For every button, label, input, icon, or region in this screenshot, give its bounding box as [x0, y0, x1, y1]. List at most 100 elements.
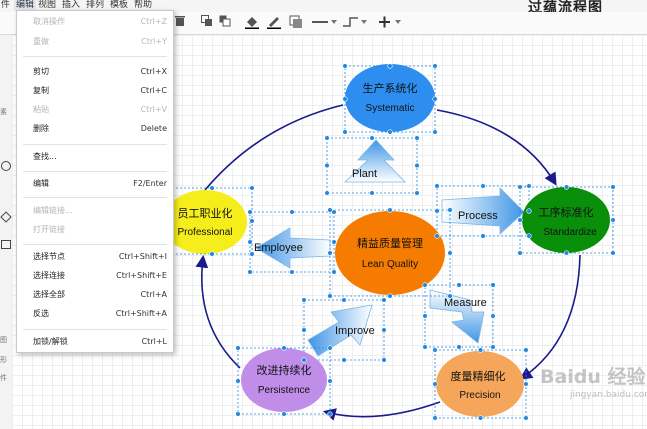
selection-handle[interactable]	[480, 183, 486, 189]
menu-view[interactable]: 视图	[38, 0, 57, 10]
shadow-icon[interactable]	[288, 15, 304, 31]
circle-shape-icon[interactable]	[1, 161, 11, 171]
selection-handle[interactable]	[432, 347, 438, 353]
selection-handle[interactable]	[523, 347, 529, 353]
selection-handle[interactable]	[331, 239, 337, 245]
selection-handle[interactable]	[249, 251, 255, 257]
selection-handle[interactable]	[414, 190, 420, 196]
insert-icon[interactable]	[378, 15, 404, 31]
selection-handle[interactable]	[610, 184, 616, 190]
selection-handle[interactable]	[301, 327, 307, 333]
selection-handle[interactable]	[247, 239, 253, 245]
node-lean-quality[interactable]: 精益质量管理 Lean Quality	[329, 209, 451, 297]
selection-handle[interactable]	[387, 63, 393, 69]
arrow-employee[interactable]: Employee	[249, 211, 335, 273]
menu-help[interactable]: 帮助	[134, 0, 153, 10]
menu-item-open-link[interactable]: 打开链接	[33, 225, 65, 234]
selection-handle[interactable]	[490, 344, 496, 350]
selection-handle[interactable]	[490, 313, 496, 319]
node-ellipse[interactable]	[335, 211, 445, 295]
selection-handle[interactable]	[247, 209, 253, 215]
delete-icon[interactable]	[174, 15, 186, 31]
node-professional[interactable]: 员工职业化 Professional	[163, 187, 253, 255]
selection-handle[interactable]	[369, 135, 375, 141]
menu-file[interactable]: 件	[1, 0, 11, 10]
selection-handle[interactable]	[477, 415, 484, 421]
selection-handle[interactable]	[387, 129, 393, 135]
selection-handle[interactable]	[434, 183, 440, 189]
selection-handle[interactable]	[341, 357, 347, 363]
selection-handle[interactable]	[490, 282, 496, 288]
selection-handle[interactable]	[447, 250, 453, 256]
selection-handle[interactable]	[209, 185, 215, 191]
selection-handle[interactable]	[381, 357, 387, 363]
selection-handle[interactable]	[563, 250, 570, 256]
arrow-improve[interactable]: Improve	[303, 299, 385, 361]
node-ellipse[interactable]	[163, 190, 247, 254]
selection-handle[interactable]	[342, 129, 348, 135]
selection-handle[interactable]	[331, 269, 337, 275]
selection-handle[interactable]	[610, 250, 616, 256]
selection-handle[interactable]	[517, 184, 523, 190]
selection-handle[interactable]	[422, 282, 428, 288]
rect-shape-icon[interactable]	[1, 240, 11, 249]
cycle-connector[interactable]	[436, 109, 557, 186]
node-systematic[interactable]: 生产系统化 Systematic	[344, 64, 436, 133]
selection-handle[interactable]	[327, 250, 333, 256]
selection-handle[interactable]	[301, 297, 307, 303]
selection-handle[interactable]	[456, 282, 462, 288]
node-ellipse[interactable]	[345, 64, 435, 132]
menu-item-find[interactable]: 查找...	[33, 152, 57, 161]
selection-handle[interactable]	[432, 129, 438, 135]
to-front-icon[interactable]	[200, 15, 214, 31]
selection-handle[interactable]	[432, 381, 438, 387]
selection-handle[interactable]	[381, 327, 387, 333]
selection-handle[interactable]	[610, 217, 616, 223]
selection-handle[interactable]	[327, 411, 333, 417]
selection-handle[interactable]	[327, 293, 333, 299]
menu-template[interactable]: 模板	[110, 0, 129, 10]
selection-handle[interactable]	[235, 411, 241, 417]
selection-handle[interactable]	[331, 209, 337, 215]
selection-handle[interactable]	[247, 269, 253, 275]
selection-handle[interactable]	[414, 135, 420, 141]
cycle-connector[interactable]	[195, 254, 241, 369]
to-back-icon[interactable]	[218, 15, 232, 31]
selection-handle[interactable]	[447, 293, 453, 299]
node-ellipse[interactable]	[436, 351, 524, 417]
selection-handle[interactable]	[480, 233, 486, 239]
connector-style-icon[interactable]	[342, 15, 368, 31]
selection-handle[interactable]	[249, 185, 255, 191]
selection-handle[interactable]	[281, 411, 287, 417]
menu-arrange[interactable]: 排列	[86, 0, 105, 10]
selection-handle[interactable]	[301, 357, 307, 363]
selection-handle[interactable]	[387, 207, 393, 213]
selection-handle[interactable]	[381, 297, 387, 303]
node-standardize[interactable]: 工序标准化 Standardize	[519, 186, 614, 254]
menu-insert[interactable]: 插入	[62, 0, 81, 10]
selection-handle[interactable]	[235, 378, 241, 384]
selection-handle[interactable]	[289, 269, 295, 275]
cycle-connector[interactable]	[204, 104, 344, 191]
selection-handle[interactable]	[563, 184, 570, 190]
fill-color-icon[interactable]	[244, 15, 260, 31]
menu-item-edit-link[interactable]: 编辑链接...	[33, 206, 73, 215]
selection-handle[interactable]	[447, 207, 453, 213]
selection-handle[interactable]	[526, 183, 532, 189]
selection-handle[interactable]	[369, 190, 375, 196]
selection-handle[interactable]	[432, 415, 438, 421]
node-ellipse[interactable]	[241, 348, 327, 412]
selection-handle[interactable]	[414, 162, 420, 169]
selection-handle[interactable]	[342, 96, 348, 102]
selection-handle[interactable]	[422, 344, 428, 350]
cycle-connector[interactable]	[519, 254, 581, 380]
line-color-icon[interactable]	[266, 15, 282, 31]
selection-handle[interactable]	[477, 347, 484, 353]
